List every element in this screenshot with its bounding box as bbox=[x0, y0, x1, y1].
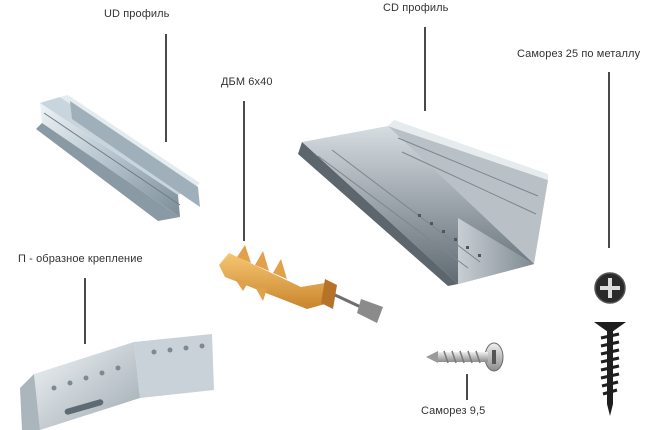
dbm-leader bbox=[243, 101, 245, 241]
screw-metal-leader bbox=[608, 72, 610, 248]
cd-profile-leader bbox=[424, 27, 426, 111]
ud-profile-icon bbox=[36, 95, 200, 221]
screw-small-label: Саморез 9,5 bbox=[421, 405, 486, 417]
p-bracket-leader bbox=[84, 278, 86, 344]
cd-profile-icon bbox=[298, 120, 548, 286]
ud-profile-label: UD профиль bbox=[104, 8, 170, 20]
screw-metal-label: Саморез 25 по металлу bbox=[517, 48, 641, 60]
dowel-icon bbox=[219, 245, 383, 323]
p-bracket-icon bbox=[20, 334, 214, 430]
ud-profile-leader bbox=[165, 34, 167, 142]
dbm-label: ДБМ 6х40 bbox=[221, 76, 273, 88]
cd-profile-label: CD профиль bbox=[383, 2, 449, 14]
drywall-screw-icon bbox=[594, 272, 626, 416]
self-drilling-screw-icon bbox=[426, 342, 504, 372]
p-bracket-label: П - образное крепление bbox=[18, 253, 143, 265]
screw-small-leader bbox=[466, 374, 468, 400]
